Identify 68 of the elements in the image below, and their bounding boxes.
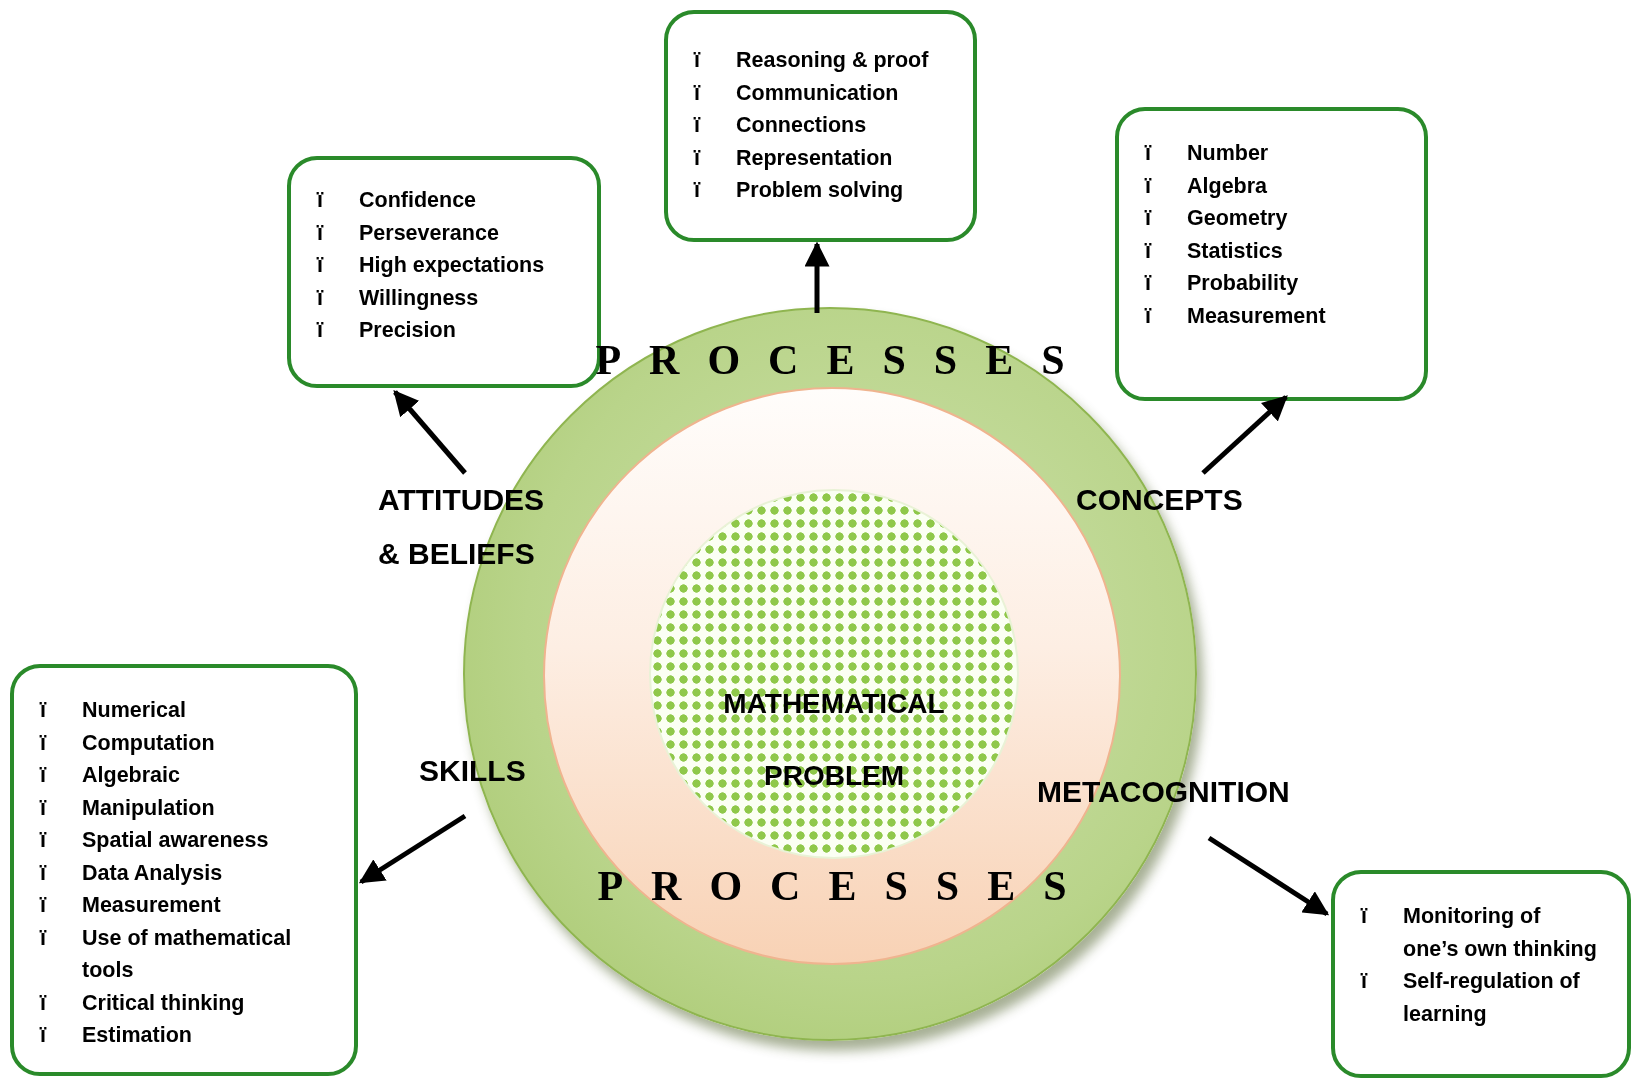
list-item-text: Algebra xyxy=(1187,172,1269,200)
category-label: METACOGNITION xyxy=(1037,765,1337,819)
bullet-mark: ï xyxy=(694,177,702,204)
list-item-text: Data Analysis xyxy=(82,859,224,887)
list-item-text: Willingness xyxy=(359,284,480,312)
bullet-mark: ï xyxy=(317,284,325,312)
bullet-mark: ï xyxy=(40,827,48,854)
list-item-text: Estimation xyxy=(82,1022,193,1049)
list-item-text: Manipulation xyxy=(82,794,216,822)
list-item-text: Connections xyxy=(736,112,868,139)
bullet-mark: ï xyxy=(40,697,48,724)
list-item-text: Critical thinking xyxy=(82,989,246,1017)
bullet-mark: ï xyxy=(694,112,702,139)
bullet-mark: ï xyxy=(317,187,325,214)
bullet-mark: ï xyxy=(1145,302,1153,330)
list-item-text: Computation xyxy=(82,729,216,757)
list-item-text: High expectations xyxy=(359,252,546,279)
list-item-text: Number xyxy=(1187,140,1270,167)
list-item-text: Representation xyxy=(736,144,894,172)
list-box xyxy=(1331,870,1631,1078)
arrow xyxy=(393,390,467,475)
ring-label: PROCESSES xyxy=(596,865,1096,907)
list-item-text: Problem solving xyxy=(736,177,905,204)
list-item-text: Geometry xyxy=(1187,205,1289,232)
arrow xyxy=(1201,395,1288,475)
bullet-mark: ï xyxy=(1145,205,1153,232)
list-box xyxy=(1115,107,1428,401)
bullet-mark: ï xyxy=(40,1022,48,1049)
list-item-text: Probability xyxy=(1187,270,1300,297)
bullet-mark: ï xyxy=(40,892,48,919)
bullet-mark: ï xyxy=(40,924,48,952)
bullet-mark: ï xyxy=(694,144,702,172)
bullet-mark: ï xyxy=(40,859,48,887)
bullet-mark: ï xyxy=(1145,172,1153,200)
list-item-text: Measurement xyxy=(1187,302,1327,330)
bullet-mark: ï xyxy=(1145,237,1153,265)
arrow xyxy=(804,241,830,313)
bullet-mark: ï xyxy=(40,794,48,822)
list-box xyxy=(664,10,977,242)
list-item-text: Measurement xyxy=(82,892,222,919)
list-item-text: Precision xyxy=(359,317,457,344)
bullet-mark: ï xyxy=(40,729,48,757)
list-item-text: Perseverance xyxy=(359,219,500,247)
bullet-mark: ï xyxy=(1145,270,1153,297)
bullet-mark: ï xyxy=(40,762,48,789)
list-item-text: Confidence xyxy=(359,187,478,214)
center-label: MATHEMATICAL PROBLEM xyxy=(722,687,946,793)
bullet-mark: ï xyxy=(1361,903,1369,930)
list-item-text: Reasoning & proof xyxy=(736,47,930,74)
list-item-text: Spatial awareness xyxy=(82,827,270,854)
arrow xyxy=(1207,835,1330,917)
bullet-mark: ï xyxy=(1361,968,1369,995)
bullet-mark: ï xyxy=(317,252,325,279)
list-item-text: Algebraic xyxy=(82,762,181,789)
list-item-text: Communication xyxy=(736,79,900,107)
list-item-text: Numerical xyxy=(82,697,187,724)
list-item-text: Use of mathematical tools xyxy=(82,924,293,984)
bullet-mark: ï xyxy=(694,79,702,107)
bullet-mark: ï xyxy=(40,989,48,1017)
list-item-text: Monitoring of one’s own thinking xyxy=(1403,903,1598,963)
bullet-mark: ï xyxy=(317,317,325,344)
list-box xyxy=(10,664,358,1076)
list-item-text: Self-regulation of learning xyxy=(1403,968,1581,1028)
arrow xyxy=(358,813,467,885)
list-item-text: Statistics xyxy=(1187,237,1284,265)
bullet-mark: ï xyxy=(317,219,325,247)
bullet-mark: ï xyxy=(1145,140,1153,167)
bullet-mark: ï xyxy=(694,47,702,74)
